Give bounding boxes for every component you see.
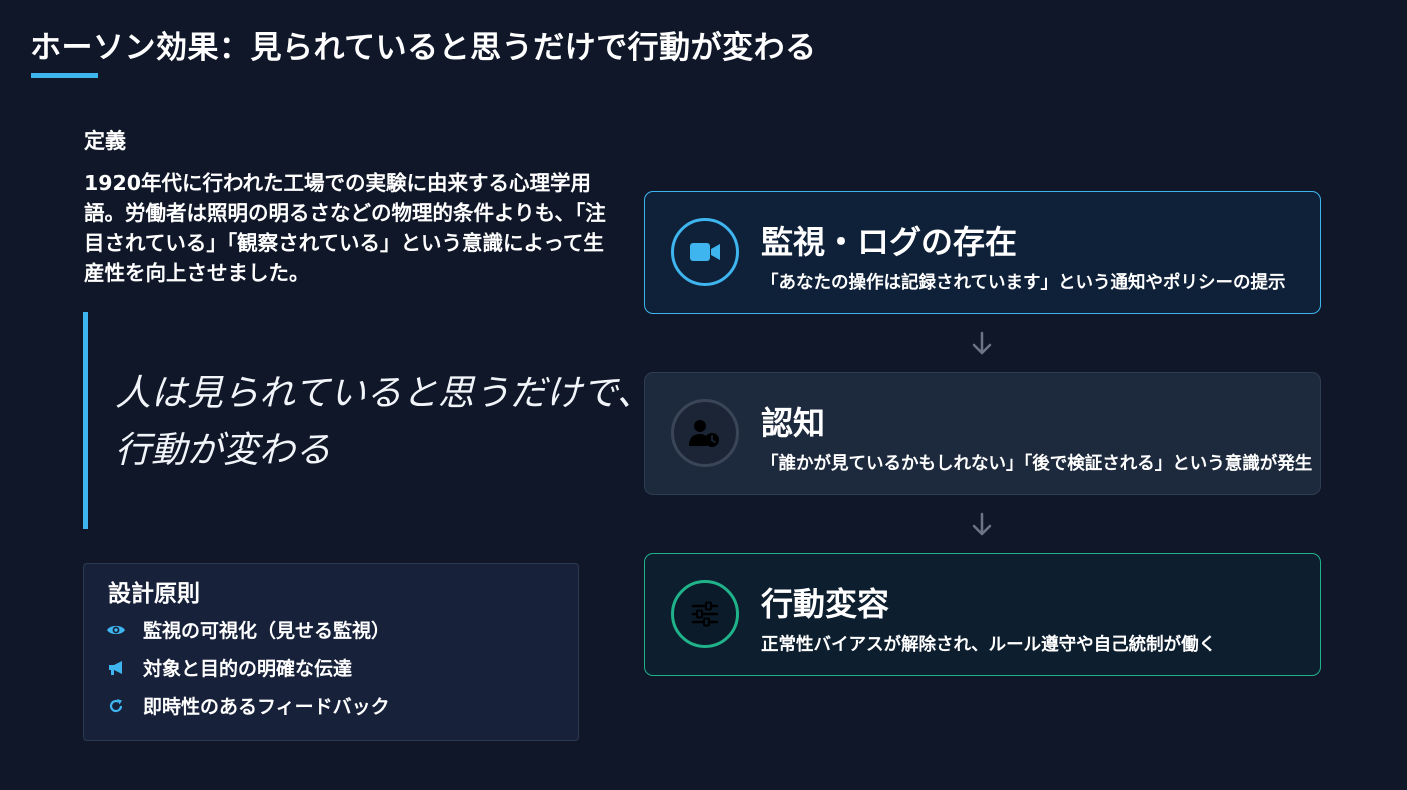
video-camera-icon (671, 218, 739, 286)
arrow-down-icon (970, 331, 994, 357)
flow-card-desc: 「誰かが見ているかもしれない」「後で検証される」という意識が発生 (761, 454, 1313, 474)
quote-line-1: 人は見られていると思うだけで、 (115, 373, 653, 414)
sliders-icon (671, 580, 739, 648)
definition-text: 1920年代に行われた工場での実験に由来する心理学用語。労働者は照明の明るさなど… (84, 171, 606, 285)
principle-label-2: 対象と目的の明確な伝達 (143, 658, 353, 680)
principle-item-feedback: 即時性のあるフィードバック (106, 692, 390, 719)
page-title: ホーソン効果：見られていると思うだけで行動が変わる (30, 30, 817, 66)
quote-line-2: 行動が変わる (115, 430, 332, 471)
user-clock-icon (671, 399, 739, 467)
definition-heading: 定義 (84, 129, 126, 153)
quote-block: 人は見られていると思うだけで、 行動が変わる (83, 312, 652, 529)
principle-item-visibility: 監視の可視化（見せる監視） (106, 616, 390, 643)
flow-card-title: 認知 (761, 404, 826, 442)
flow-card-behavior-change: 行動変容 正常性バイアスが解除され、ルール遵守や自己統制が働く (644, 553, 1321, 676)
flow-card-desc: 「あなたの操作は記録されています」という通知やポリシーの提示 (761, 273, 1286, 293)
principle-label-3: 即時性のあるフィードバック (143, 696, 390, 718)
megaphone-icon (106, 658, 126, 678)
principles-box: 設計原則 監視の可視化（見せる監視） 対象と目的の明確な伝達 即時性の (83, 563, 579, 741)
refresh-icon (106, 696, 126, 716)
quote-text: 人は見られていると思うだけで、 行動が変わる (115, 365, 652, 479)
flow-card-desc: 正常性バイアスが解除され、ルール遵守や自己統制が働く (761, 635, 1217, 655)
principles-title: 設計原則 (108, 581, 200, 607)
flow-card-monitoring: 監視・ログの存在 「あなたの操作は記録されています」という通知やポリシーの提示 (644, 191, 1321, 314)
arrow-down-icon (970, 512, 994, 538)
flow-card-cognition: 認知 「誰かが見ているかもしれない」「後で検証される」という意識が発生 (644, 372, 1321, 495)
flow-card-title: 行動変容 (761, 585, 890, 623)
eye-icon (106, 620, 126, 640)
flow-card-title: 監視・ログの存在 (761, 223, 1018, 261)
principle-item-communication: 対象と目的の明確な伝達 (106, 654, 352, 681)
principle-label-1: 監視の可視化（見せる監視） (143, 620, 391, 642)
title-underline (31, 73, 98, 78)
